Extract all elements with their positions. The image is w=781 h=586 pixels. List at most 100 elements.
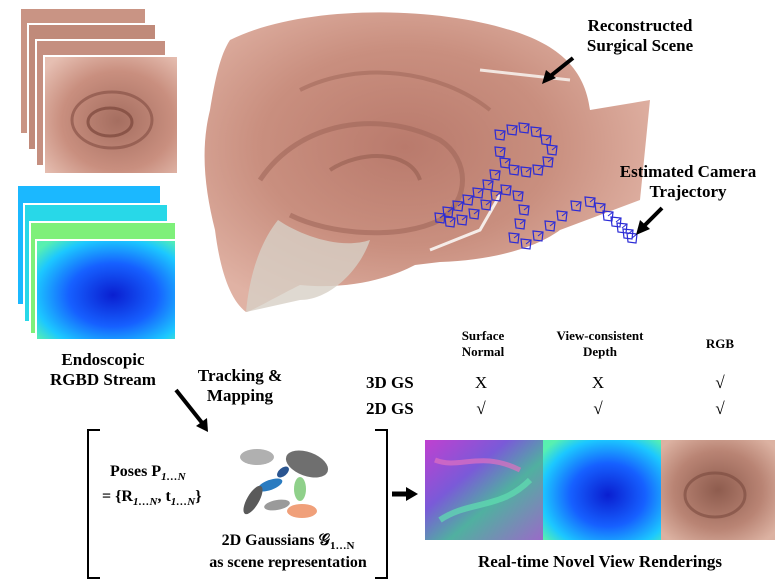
camera-frustum-edge — [615, 217, 622, 223]
gaussian-green — [294, 477, 306, 501]
label-tracking-mapping: Tracking & Mapping — [197, 366, 283, 405]
poses-text: Poses P — [110, 463, 162, 480]
rendering-surface-normal — [425, 440, 543, 540]
normal-texture-1 — [438, 477, 533, 523]
poses-line-2: = {R1…N, t1…N} — [102, 488, 202, 508]
camera-frustum — [556, 210, 568, 222]
rgb-frame-4 — [43, 55, 179, 175]
camera-frustum-edge — [549, 221, 556, 227]
camera-frustum — [452, 200, 464, 212]
camera-frustum — [462, 194, 474, 206]
cell-2dgs-rgb: √ — [715, 399, 725, 418]
gaussians-line-1: 2D Gaussians 𝒢1…N — [198, 532, 378, 552]
rendering-rgb — [661, 440, 775, 540]
camera-frustum — [622, 228, 634, 240]
cell-2dgs-normal: √ — [476, 399, 486, 418]
lumen-fold — [70, 90, 154, 150]
camera-frustum — [468, 208, 480, 220]
camera-frustum-edge — [517, 191, 524, 197]
camera-frustum — [584, 196, 596, 208]
arrow-trajectory — [640, 206, 664, 230]
table-col-rgb: RGB — [705, 336, 735, 351]
poses-line-1: Poses P1…N — [110, 463, 186, 483]
label-rgbd-stream: Endoscopic RGBD Stream — [50, 350, 156, 389]
camera-frustum — [456, 214, 468, 226]
camera-frustum-edge — [513, 233, 520, 239]
cell-2dgs-depth: √ — [593, 399, 603, 418]
camera-frustum-edge — [621, 223, 628, 229]
camera-frustum — [610, 216, 622, 228]
camera-frustum — [444, 216, 456, 228]
camera-frustum-edge — [504, 158, 511, 164]
camera-frustum-edge — [599, 203, 606, 209]
camera-frustum — [489, 169, 501, 181]
camera-frustum — [480, 199, 492, 211]
label-camera-trajectory: Estimated Camera Trajectory — [619, 162, 757, 201]
gaussian-gray-2 — [285, 450, 329, 478]
poses-sub: 1…N — [161, 471, 186, 484]
representation-bracket — [87, 429, 388, 579]
gaussians-sub: 1…N — [329, 540, 355, 553]
camera-frustum — [499, 157, 511, 169]
camera-frustum — [494, 146, 506, 158]
poses-r-text: = {R — [102, 488, 133, 505]
camera-frustum-edge — [537, 231, 544, 237]
gaussian-orange — [287, 504, 317, 518]
table-row-3dgs: 3D GS — [366, 373, 414, 392]
arrows — [174, 56, 664, 501]
camera-frustum — [506, 124, 518, 136]
poses-t-sub: 1…N — [170, 496, 196, 509]
camera-frustum — [482, 179, 494, 191]
tissue-fold-1 — [257, 121, 465, 236]
camera-frustum-edge — [519, 219, 526, 225]
lumen-fold-inner — [86, 106, 134, 138]
camera-frustum-edge — [535, 127, 542, 133]
camera-frustum-edge — [487, 180, 494, 186]
camera-frustum — [594, 202, 606, 214]
camera-frustum-edge — [467, 195, 474, 201]
cell-3dgs-rgb: √ — [715, 373, 725, 392]
camera-trajectory — [434, 122, 638, 250]
camera-frustum — [546, 144, 558, 156]
tissue-fold-3 — [328, 154, 422, 181]
rendering-depth — [543, 440, 661, 540]
camera-frustum-edge — [607, 211, 614, 217]
arrow-render-head — [406, 487, 418, 501]
camera-frustum — [530, 126, 542, 138]
arrow-trajectory-head — [636, 220, 650, 235]
table-col-surface-normal: Surface Normal — [461, 328, 505, 359]
bracket-right — [375, 429, 388, 579]
depth-frame-stack — [18, 186, 177, 341]
camera-frustum-edge — [525, 167, 532, 173]
camera-frustum — [490, 190, 502, 202]
label-renderings: Real-time Novel View Renderings — [477, 552, 723, 571]
tissue-fold-2 — [299, 70, 492, 112]
camera-frustum — [520, 166, 532, 178]
camera-frustum — [442, 206, 454, 218]
camera-frustum — [434, 212, 446, 224]
camera-frustum-edge — [473, 209, 480, 215]
table-row-2dgs: 2D GS — [366, 399, 414, 418]
camera-frustum — [626, 232, 638, 244]
arrow-tracking — [174, 388, 205, 426]
camera-frustum-edge — [551, 145, 558, 151]
camera-frustum — [494, 129, 506, 141]
cell-3dgs-depth: X — [591, 373, 605, 392]
gaussian-gray-4 — [264, 499, 290, 511]
camera-frustum — [532, 230, 544, 242]
camera-frustum-edge — [523, 123, 530, 129]
poses-close: } — [195, 488, 202, 505]
gaussians-line-2: as scene representation — [209, 554, 367, 571]
camera-frustum-edge — [511, 125, 518, 131]
camera-frustum-edge — [561, 211, 568, 217]
tissue-mesh — [204, 12, 651, 313]
rgb-fold — [683, 471, 747, 519]
reconstructed-scene — [204, 12, 651, 313]
camera-frustum-edge — [457, 201, 464, 207]
camera-frustum — [616, 222, 628, 234]
camera-frustum — [472, 187, 484, 199]
tissue-highlight-2 — [429, 194, 502, 252]
gaussian-blue-1 — [277, 466, 289, 478]
camera-frustum-edge — [499, 130, 506, 136]
camera-frustum — [518, 122, 530, 134]
